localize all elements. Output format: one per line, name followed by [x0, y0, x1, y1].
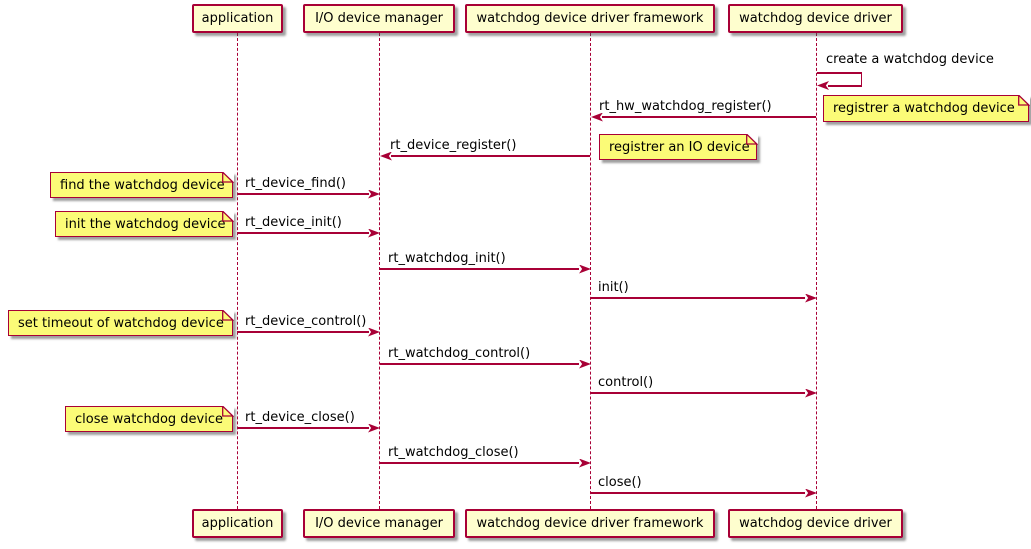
- participant-watchdog-device-driver-top: watchdog device driver: [728, 4, 903, 33]
- arrowhead-right-icon: [805, 388, 817, 398]
- note-registrer-a-watchdog-device: registrer a watchdog device: [823, 94, 1030, 122]
- participant-application-bottom: application: [192, 509, 283, 538]
- participant-label: I/O device manager: [315, 516, 443, 531]
- note-text: set timeout of watchdog device: [18, 315, 224, 331]
- message-line: [590, 297, 805, 299]
- message-line: [590, 492, 805, 494]
- message-line: [380, 363, 579, 365]
- message-line: [590, 392, 805, 394]
- note-fold-icon: [221, 210, 234, 222]
- message-label: rt_device_register(): [390, 138, 517, 153]
- arrowhead-left-icon: [591, 112, 603, 122]
- message-label: rt_device_close(): [245, 410, 355, 425]
- self-message-line: [828, 85, 862, 87]
- note-init-the-watchdog-device: init the watchdog device: [55, 210, 234, 237]
- participant-io-device-manager-bottom: I/O device manager: [303, 509, 455, 538]
- note-fold-icon: [221, 171, 234, 183]
- arrowhead-right-icon: [579, 458, 591, 468]
- message-label: create a watchdog device: [826, 52, 994, 67]
- participant-application-top: application: [192, 4, 283, 33]
- message-label: control(): [598, 375, 654, 390]
- self-message-line: [817, 72, 862, 74]
- participant-label: I/O device manager: [315, 11, 443, 26]
- participant-label: application: [201, 516, 274, 531]
- note-fold-icon: [221, 405, 234, 417]
- message-label: rt_watchdog_close(): [388, 445, 519, 460]
- note-set-timeout-of-watchdog-device: set timeout of watchdog device: [8, 309, 234, 336]
- participant-watchdog-device-driver-bottom: watchdog device driver: [728, 509, 903, 538]
- note-text: init the watchdog device: [65, 216, 226, 232]
- message-label: rt_device_init(): [245, 215, 342, 230]
- message-label: close(): [598, 475, 642, 490]
- message-line: [237, 232, 369, 234]
- message-line: [391, 155, 590, 157]
- note-fold-icon: [745, 133, 758, 145]
- lifeline-io-device-manager: [379, 33, 380, 509]
- message-label: rt_hw_watchdog_register(): [599, 99, 772, 114]
- participant-watchdog-device-driver-framework-top: watchdog device driver framework: [465, 4, 715, 33]
- participant-label: watchdog device driver framework: [476, 11, 704, 26]
- lifeline-watchdog-device-driver: [816, 33, 817, 509]
- arrowhead-right-icon: [805, 293, 817, 303]
- message-label: rt_watchdog_control(): [388, 346, 531, 361]
- message-label: rt_device_control(): [245, 314, 367, 329]
- arrowhead-right-icon: [368, 228, 380, 238]
- arrowhead-right-icon: [368, 423, 380, 433]
- self-message-line: [860, 72, 862, 86]
- participant-label: watchdog device driver framework: [476, 516, 704, 531]
- message-line: [602, 116, 816, 118]
- message-line: [237, 331, 369, 333]
- lifeline-watchdog-device-driver-framework: [590, 33, 591, 509]
- arrowhead-left-icon: [817, 81, 829, 90]
- lifeline-application: [237, 33, 238, 509]
- note-text: find the watchdog device: [60, 177, 225, 193]
- arrowhead-right-icon: [579, 264, 591, 274]
- arrowhead-right-icon: [368, 189, 380, 199]
- note-registrer-an-io-device: registrer an IO device: [599, 133, 758, 160]
- participant-label: watchdog device driver: [739, 11, 892, 26]
- participant-label: watchdog device driver: [739, 516, 892, 531]
- note-text: registrer an IO device: [609, 139, 750, 155]
- participant-watchdog-device-driver-framework-bottom: watchdog device driver framework: [465, 509, 715, 538]
- message-label: rt_watchdog_init(): [388, 251, 506, 266]
- note-text: registrer a watchdog device: [833, 101, 1015, 116]
- note-fold-icon: [1017, 94, 1030, 106]
- arrowhead-left-icon: [380, 151, 392, 161]
- message-label: rt_device_find(): [245, 176, 346, 191]
- arrowhead-right-icon: [805, 488, 817, 498]
- message-line: [380, 268, 579, 270]
- message-line: [237, 193, 369, 195]
- note-find-the-watchdog-device: find the watchdog device: [50, 171, 234, 198]
- message-label: init(): [598, 280, 629, 295]
- participant-io-device-manager-top: I/O device manager: [303, 4, 455, 33]
- note-close-watchdog-device: close watchdog device: [65, 405, 234, 432]
- participant-label: application: [201, 11, 274, 26]
- arrowhead-right-icon: [579, 359, 591, 369]
- message-line: [237, 427, 369, 429]
- arrowhead-right-icon: [368, 327, 380, 337]
- note-text: close watchdog device: [75, 411, 223, 427]
- message-line: [380, 462, 579, 464]
- note-fold-icon: [221, 309, 234, 321]
